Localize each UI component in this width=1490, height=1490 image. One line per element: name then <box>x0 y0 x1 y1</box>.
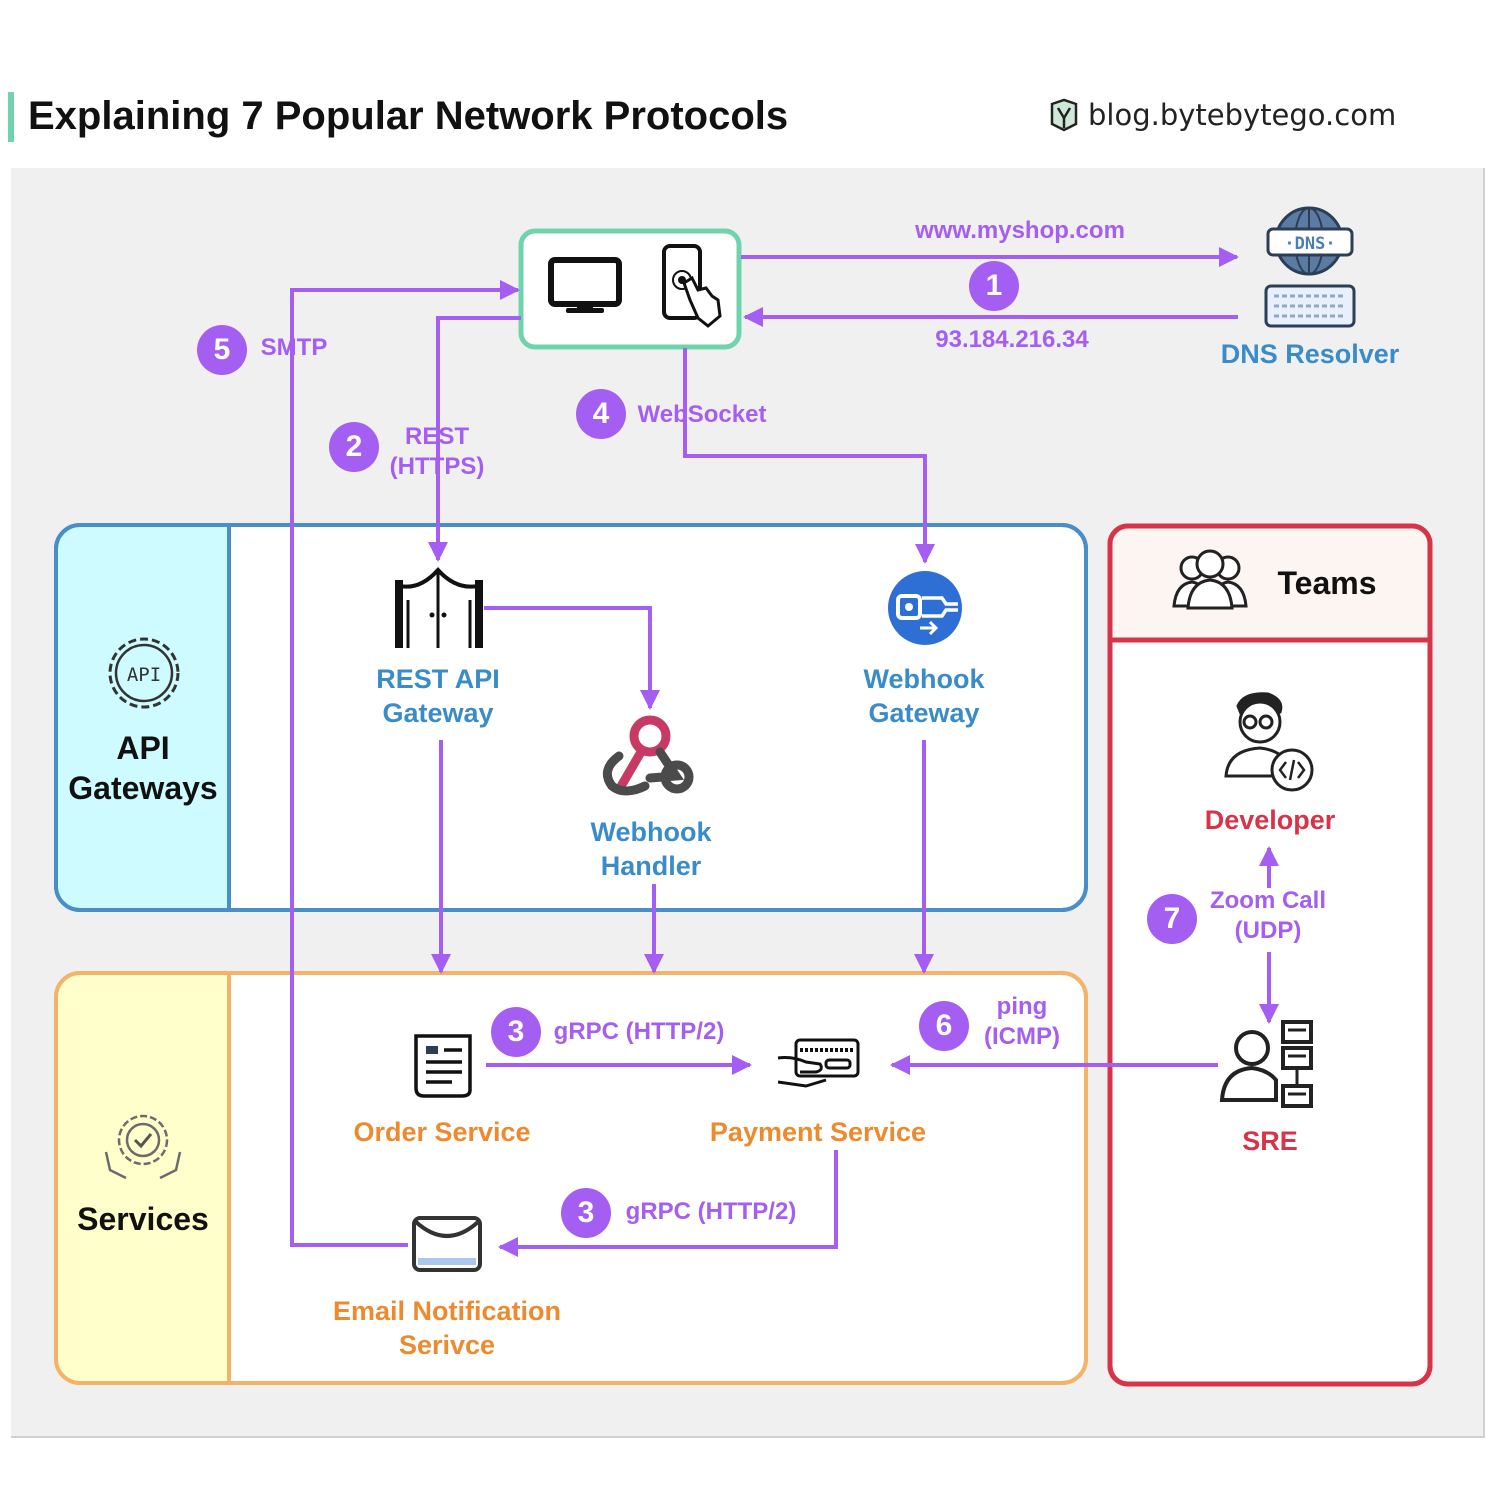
badge-2: 2 <box>329 422 379 472</box>
plug-icon <box>888 571 962 645</box>
edge-label-ping: ping (ICMP) <box>984 993 1060 1050</box>
gate-icon <box>395 567 483 648</box>
label-dns-resolver: DNS Resolver <box>1220 339 1400 369</box>
label-developer: Developer <box>1204 805 1336 835</box>
page-title: Explaining 7 Popular Network Protocols <box>28 94 789 138</box>
gear-hands-icon <box>104 1114 182 1180</box>
card-payment-icon <box>777 1038 860 1088</box>
arrow-webhook-handler <box>484 606 660 710</box>
edge-label-grpc-1: gRPC (HTTP/2) <box>553 1018 725 1045</box>
edge-label-grpc-2: gRPC (HTTP/2) <box>625 1198 797 1225</box>
label-sre: SRE <box>1242 1126 1298 1156</box>
badge-3b: 3 <box>561 1188 611 1238</box>
api-gateways-group <box>54 523 1088 912</box>
badge-4: 4 <box>576 389 626 439</box>
group-label-services: Services <box>77 1201 209 1237</box>
people-group-icon <box>1172 549 1248 610</box>
dns-globe-icon: ·DNS· <box>1264 206 1356 328</box>
label-webhook-handler: Webhook Handler <box>590 817 712 881</box>
arrow-smtp <box>290 280 520 1247</box>
document-icon <box>414 1034 472 1098</box>
badge-6: 6 <box>919 1001 969 1051</box>
arrow-websocket <box>683 348 935 564</box>
webhook-icon <box>602 715 694 796</box>
edge-label-zoom: Zoom Call (UDP) <box>1209 887 1326 944</box>
edge-label-rest: REST (HTTPS) <box>389 423 485 480</box>
label-email-service: Email Notification Serivce <box>332 1296 562 1360</box>
badge-1: 1 <box>969 261 1019 311</box>
developer-icon <box>1224 692 1314 792</box>
svg-text:API: API <box>127 664 161 686</box>
brand-text: blog.bytebytego.com <box>1088 98 1397 132</box>
api-gear-icon: API <box>108 637 180 709</box>
smartphone-touch-icon <box>662 244 722 328</box>
brand[interactable]: blog.bytebytego.com <box>1048 98 1396 132</box>
bytebytego-logo-icon <box>1050 98 1078 132</box>
group-label-api-gateways: API Gateways <box>68 730 218 806</box>
edge-label-dns-query: www.myshop.com <box>915 217 1125 244</box>
title-accent-bar <box>8 92 14 142</box>
sre-server-icon <box>1219 1020 1313 1108</box>
desktop-monitor-icon <box>548 257 622 313</box>
envelope-icon <box>412 1216 482 1272</box>
edge-label-websocket: WebSocket <box>637 401 767 428</box>
label-payment-service: Payment Service <box>709 1117 927 1147</box>
arrow-grpc-2 <box>498 1150 838 1257</box>
badge-5: 5 <box>197 325 247 375</box>
label-rest-api-gateway: REST API Gateway <box>376 664 500 728</box>
group-label-teams: Teams <box>1277 565 1377 601</box>
edge-label-dns-answer: 93.184.216.34 <box>935 326 1089 353</box>
label-webhook-gateway: Webhook Gateway <box>863 664 985 728</box>
badge-3a: 3 <box>491 1007 541 1057</box>
svg-text:·DNS·: ·DNS· <box>1284 234 1335 254</box>
badge-7: 7 <box>1147 894 1197 944</box>
edge-label-smtp: SMTP <box>260 334 328 361</box>
arrow-rest <box>428 316 521 562</box>
label-order-service: Order Service <box>353 1117 531 1147</box>
flow-arrows <box>290 247 1279 1257</box>
